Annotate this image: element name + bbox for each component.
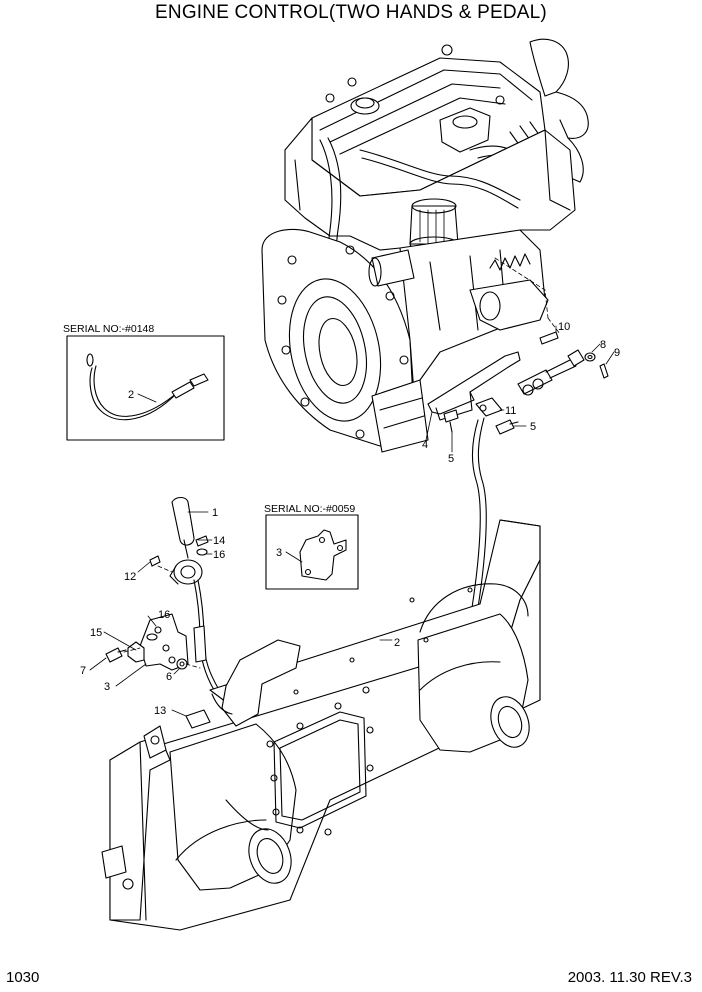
page-number: 1030 <box>6 969 40 986</box>
callout-2-frame: 2 <box>394 637 400 649</box>
serial-inset-a <box>66 335 225 441</box>
callout-2-inset: 2 <box>128 389 134 401</box>
callout-5-upper: 5 <box>530 421 536 433</box>
callout-1: 1 <box>212 507 218 519</box>
frame-assembly <box>101 519 541 931</box>
engine-assembly <box>261 38 589 453</box>
callout-5-lower: 5 <box>448 453 454 465</box>
callout-14: 14 <box>213 535 225 547</box>
serial-inset-b <box>265 514 359 590</box>
callout-13: 13 <box>154 705 166 717</box>
callout-4: 4 <box>422 439 428 451</box>
callout-10: 10 <box>558 321 570 333</box>
callout-6: 6 <box>166 671 172 683</box>
hand-lever-assembly <box>105 496 219 691</box>
callout-15: 15 <box>90 627 102 639</box>
callout-12: 12 <box>124 571 136 583</box>
leader-lines <box>89 325 615 717</box>
frame-bolt-holes <box>266 587 473 836</box>
callout-9: 9 <box>614 347 620 359</box>
page-title: ENGINE CONTROL(TWO HANDS & PEDAL) <box>155 2 547 23</box>
callout-11: 11 <box>505 405 516 417</box>
callout-3-bracket: 3 <box>104 681 110 693</box>
serial-label-a: SERIAL NO:-#0148 <box>63 323 154 335</box>
callout-16-upper: 16 <box>213 549 225 561</box>
callout-8: 8 <box>600 339 606 351</box>
callout-3-inset: 3 <box>276 547 282 559</box>
callout-7: 7 <box>80 665 86 677</box>
throttle-linkage <box>427 331 609 621</box>
serial-label-b: SERIAL NO:-#0059 <box>264 503 355 515</box>
callout-labels: 1 14 16 12 16 15 7 3 6 13 2 3 2 4 5 5 11… <box>63 321 620 717</box>
callout-16-lower: 16 <box>158 609 170 621</box>
revision-date: 2003. 11.30 REV.3 <box>567 969 692 986</box>
